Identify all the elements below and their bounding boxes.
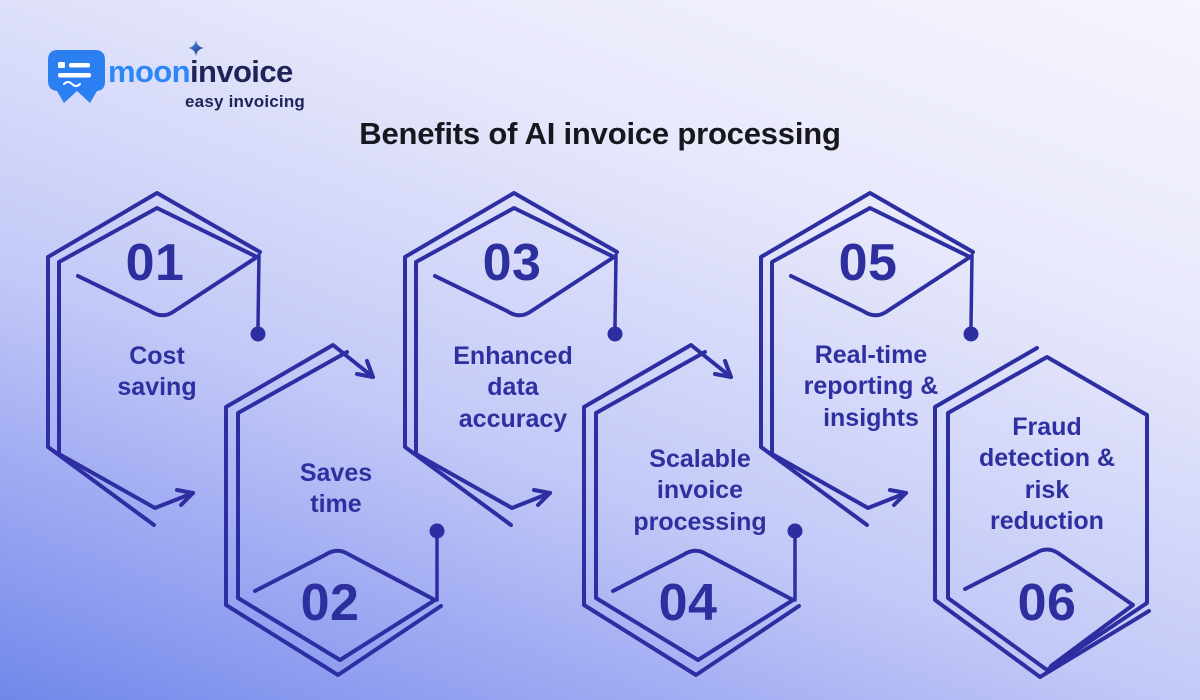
step-label: Cost saving (117, 342, 197, 402)
step-label: Saves time (299, 459, 373, 519)
sparkle-icon (188, 40, 204, 56)
step-number: 04 (658, 574, 718, 632)
step-label: Fraud detection & risk reduction (978, 413, 1116, 535)
step-label: Enhanced data accuracy (453, 342, 573, 433)
page-title: Benefits of AI invoice processing (359, 116, 841, 151)
step-label: Real-time reporting & insights (803, 341, 939, 432)
step-number: 05 (838, 234, 898, 292)
step-number: 01 (125, 234, 185, 292)
step-label: Scalable invoice processing (633, 445, 767, 536)
brand-secondary: invoice (189, 54, 293, 89)
step-number: 03 (482, 234, 542, 292)
moon-invoice-logo: mooninvoice easy invoicing (48, 40, 308, 111)
brand-tagline: easy invoicing (185, 92, 305, 111)
step-number: 06 (1017, 574, 1077, 632)
step-number: 02 (300, 574, 360, 632)
brand-wordmark: mooninvoice (108, 54, 293, 90)
brand-primary: moon (108, 54, 191, 89)
invoice-doc-icon (48, 50, 105, 103)
